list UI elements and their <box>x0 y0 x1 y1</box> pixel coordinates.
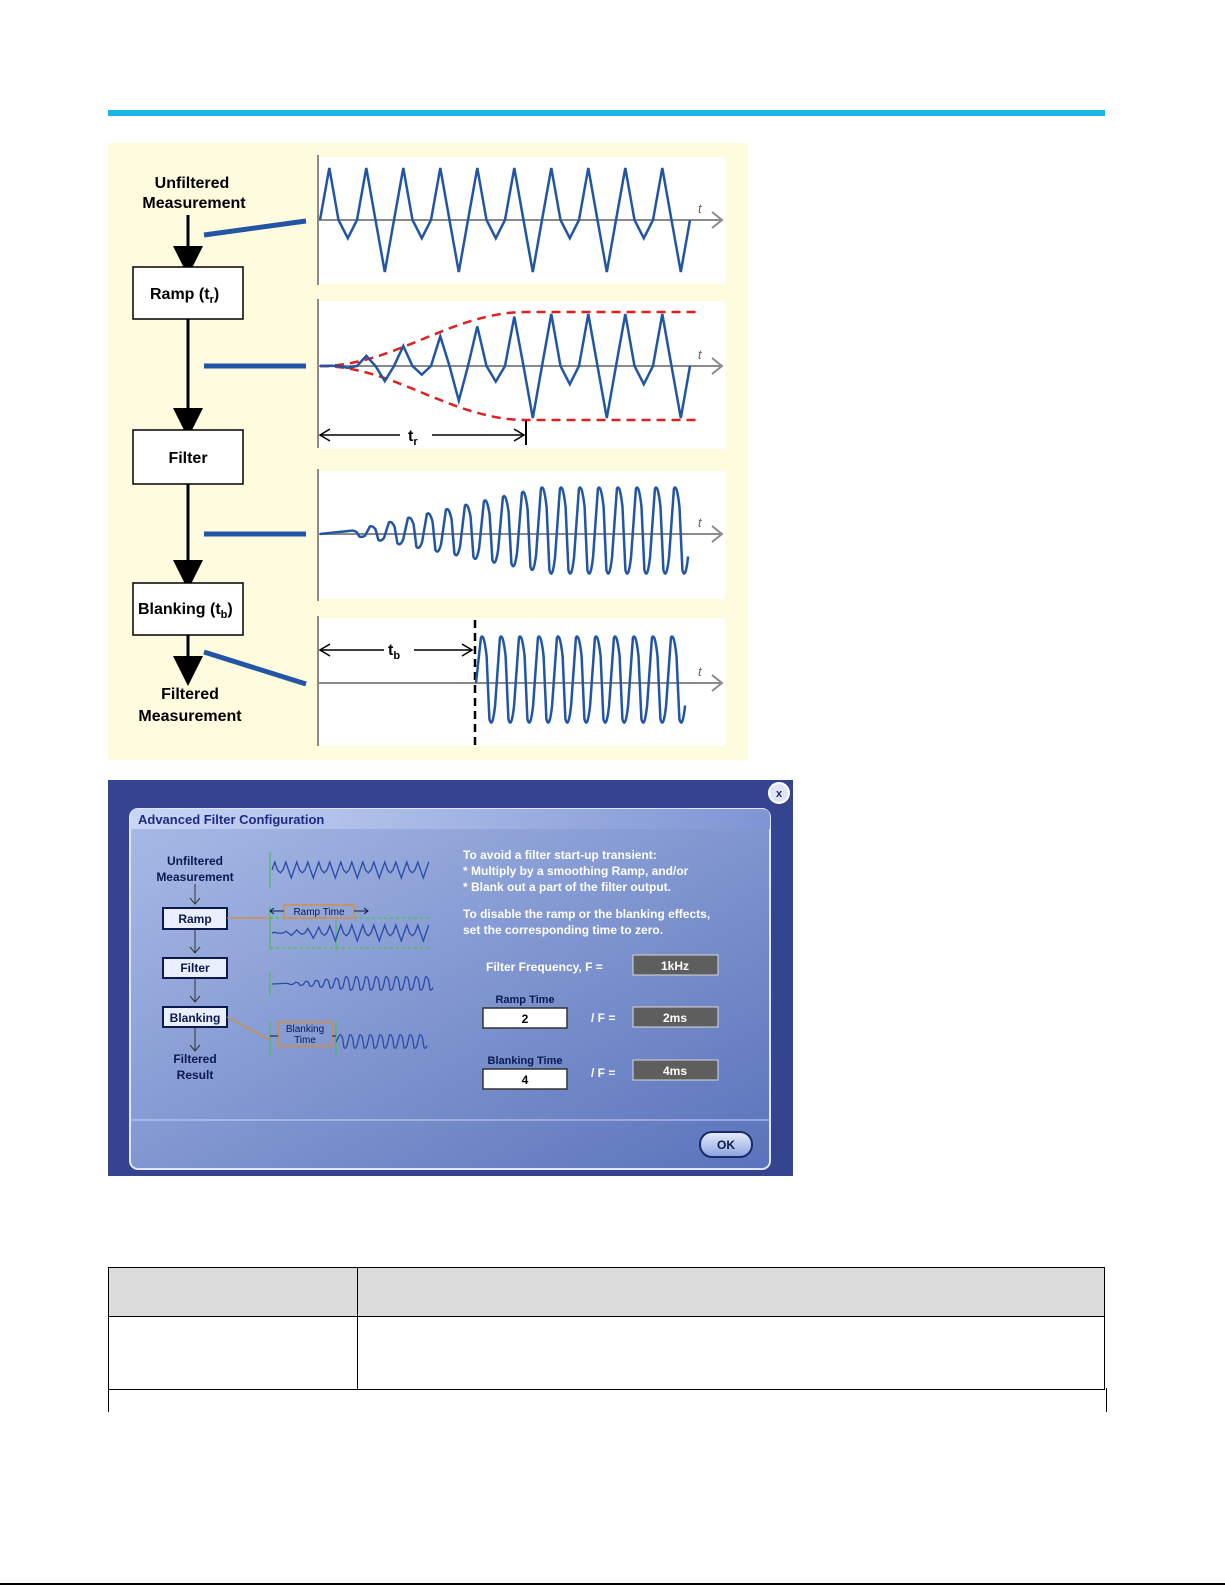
blanking-box-label: Blanking (tb) <box>138 601 233 621</box>
instruction-line: * Multiply by a smoothing Ramp, and/or <box>463 864 689 878</box>
filter-process-diagram: Unfiltered Measurement Ramp (tr) Filter … <box>108 143 748 760</box>
table-header-cell <box>357 1267 1105 1317</box>
dlg-wave-ramp: Ramp Time <box>269 904 430 950</box>
dlg-wave-filter <box>269 972 434 996</box>
dlg-wave-blanking: Blanking Time <box>269 1021 428 1056</box>
filter-frequency-value: 1kHz <box>661 959 689 973</box>
filtered-label-2: Measurement <box>138 708 242 725</box>
blanking-div-label: / F = <box>591 1066 615 1080</box>
svg-text:t: t <box>698 664 703 679</box>
dlg-unfiltered-2: Measurement <box>156 870 233 884</box>
ramp-div-label: / F = <box>591 1011 615 1025</box>
ramp-result-display <box>632 1006 719 1028</box>
waveform-panel-blanking: t tb <box>317 616 725 746</box>
blanking-time-input[interactable]: 4 <box>482 1068 568 1090</box>
table-row <box>108 1316 1105 1390</box>
dlg-unfiltered-1: Unfiltered <box>167 854 223 868</box>
ramp-time-label: Ramp Time <box>495 994 554 1006</box>
table-header-row <box>108 1267 1105 1317</box>
blanking-result-display <box>632 1059 719 1081</box>
table-cell <box>108 1316 358 1390</box>
waveform-panel-filter: t <box>317 469 725 601</box>
tr-label: tr <box>408 428 418 448</box>
tb-label: tb <box>388 642 400 662</box>
page-bottom-rule <box>0 1583 1225 1585</box>
close-icon: x <box>776 788 783 800</box>
parameter-table <box>108 1267 1105 1390</box>
connector-line <box>203 649 307 687</box>
advanced-filter-dialog: Advanced Filter Configuration x Unfilter… <box>108 780 793 1176</box>
filtered-label-1: Filtered <box>161 686 219 703</box>
unfiltered-label-2: Measurement <box>142 195 246 212</box>
instruction-line: * Blank out a part of the filter output. <box>463 880 671 894</box>
connector-line <box>203 218 307 238</box>
instruction-line: To avoid a filter start-up transient: <box>463 848 657 862</box>
filter-box <box>132 429 244 485</box>
instruction-line: To disable the ramp or the blanking effe… <box>463 907 710 921</box>
ramp-time-tag: Ramp Time <box>293 907 345 918</box>
blanking-time-label: Blanking Time <box>488 1055 563 1067</box>
ramp-time-input[interactable]: 2 <box>482 1007 568 1029</box>
dlg-filter-label: Filter <box>180 961 210 975</box>
header-rule <box>108 110 1105 116</box>
blanking-result-value: 4ms <box>663 1064 687 1078</box>
close-button[interactable]: x <box>768 782 790 804</box>
ramp-time-value: 2 <box>522 1012 529 1026</box>
dlg-ramp-label: Ramp <box>178 912 211 926</box>
ramp-box <box>132 266 244 320</box>
ramp-box-label: Ramp (tr) <box>150 286 219 306</box>
unfiltered-label-1: Unfiltered <box>155 175 230 192</box>
filter-box-label: Filter <box>168 450 207 467</box>
filter-frequency-label: Filter Frequency, F = <box>486 960 603 974</box>
blanking-time-tag-2: Time <box>294 1035 316 1046</box>
ramp-result-value: 2ms <box>663 1011 687 1025</box>
dlg-blanking-label: Blanking <box>170 1011 221 1025</box>
instruction-line: set the corresponding time to zero. <box>463 923 663 937</box>
svg-text:t: t <box>698 515 703 530</box>
table-row <box>108 1388 1107 1412</box>
dialog-panel <box>129 808 771 1170</box>
dlg-filtered-1: Filtered <box>173 1052 216 1066</box>
dlg-wave-unfiltered <box>269 852 430 888</box>
ok-label: OK <box>717 1138 735 1152</box>
blanking-time-tag-1: Blanking <box>286 1024 324 1035</box>
blanking-time-value: 4 <box>522 1073 529 1087</box>
svg-text:t: t <box>698 201 703 216</box>
waveform-panel-unfiltered: t <box>317 155 725 285</box>
filter-frequency-display <box>632 954 719 976</box>
ok-button[interactable]: OK <box>699 1131 753 1158</box>
dialog-title: Advanced Filter Configuration <box>138 812 324 827</box>
table-cell <box>357 1316 1105 1390</box>
blanking-box <box>132 582 244 636</box>
table-header-cell <box>108 1267 358 1317</box>
waveform-panel-ramp: t tr <box>317 299 725 449</box>
svg-text:t: t <box>698 347 703 362</box>
dlg-filtered-2: Result <box>177 1068 214 1082</box>
